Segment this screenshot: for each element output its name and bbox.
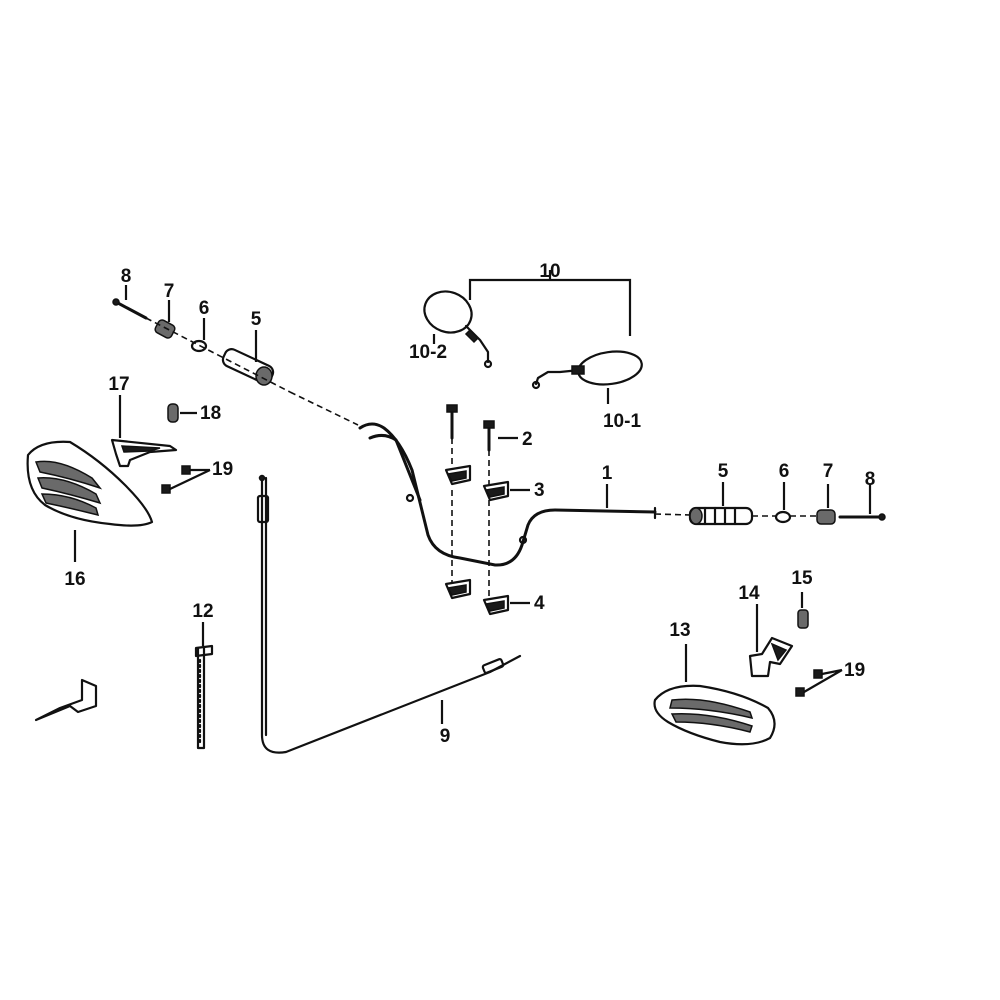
left-hand-guard (26, 440, 154, 527)
left-bar-end-screw (112, 298, 148, 320)
left-collar-18 (167, 403, 179, 423)
label-2: 2 (522, 429, 533, 450)
label-17: 17 (108, 374, 129, 395)
label-10-2: 10-2 (409, 342, 447, 363)
label-3: 3 (534, 480, 545, 501)
label-6-right: 6 (779, 461, 790, 482)
label-6-left: 6 (199, 298, 210, 319)
label-13: 13 (669, 620, 690, 641)
left-guard-screws (161, 465, 191, 494)
cable-band (194, 644, 214, 750)
right-guard-screws (795, 669, 823, 697)
label-7-left: 7 (164, 281, 175, 302)
label-12: 12 (192, 601, 213, 622)
label-7-right: 7 (823, 461, 834, 482)
lower-holder-right (482, 594, 510, 616)
left-collar (190, 339, 208, 353)
label-1: 1 (602, 463, 613, 484)
left-grip (221, 348, 275, 386)
leader-lines (73, 285, 872, 724)
label-8-right: 8 (865, 469, 876, 490)
mirror-left (423, 290, 493, 369)
left-guard-bracket (110, 438, 178, 468)
label-10-1: 10-1 (603, 411, 641, 432)
front-arrow-icon (34, 678, 98, 722)
mirror-right (531, 350, 643, 390)
upper-holder-right (482, 480, 510, 502)
label-15: 15 (791, 568, 813, 589)
right-grip (688, 506, 754, 526)
label-16: 16 (64, 569, 85, 590)
label-14: 14 (738, 583, 760, 604)
right-guard-bracket (748, 636, 794, 678)
left-bar-end-weight (154, 319, 176, 339)
upper-holder-left (444, 464, 472, 486)
holder-bolt-left (446, 404, 458, 440)
label-18: 18 (200, 403, 221, 424)
label-9: 9 (440, 726, 451, 747)
handlebar (289, 391, 691, 567)
lower-holder-left (444, 578, 472, 600)
right-collar (774, 510, 792, 524)
label-8-left: 8 (121, 266, 132, 287)
label-5-left: 5 (251, 309, 262, 330)
right-bar-end-weight (816, 509, 836, 525)
right-hand-guard (653, 684, 776, 746)
throttle-cable (256, 474, 522, 754)
holder-bolt-right (483, 420, 495, 452)
right-bar-end-screw (838, 513, 886, 521)
label-19-left: 19 (212, 459, 233, 480)
label-19-right: 19 (844, 660, 865, 681)
label-4: 4 (534, 593, 545, 614)
right-spacer-15 (797, 609, 809, 629)
label-10: 10 (539, 261, 560, 282)
callout-labels: 8 7 6 5 17 18 19 16 12 9 10 10-2 10-1 2 … (64, 261, 875, 747)
label-5-right: 5 (718, 461, 729, 482)
